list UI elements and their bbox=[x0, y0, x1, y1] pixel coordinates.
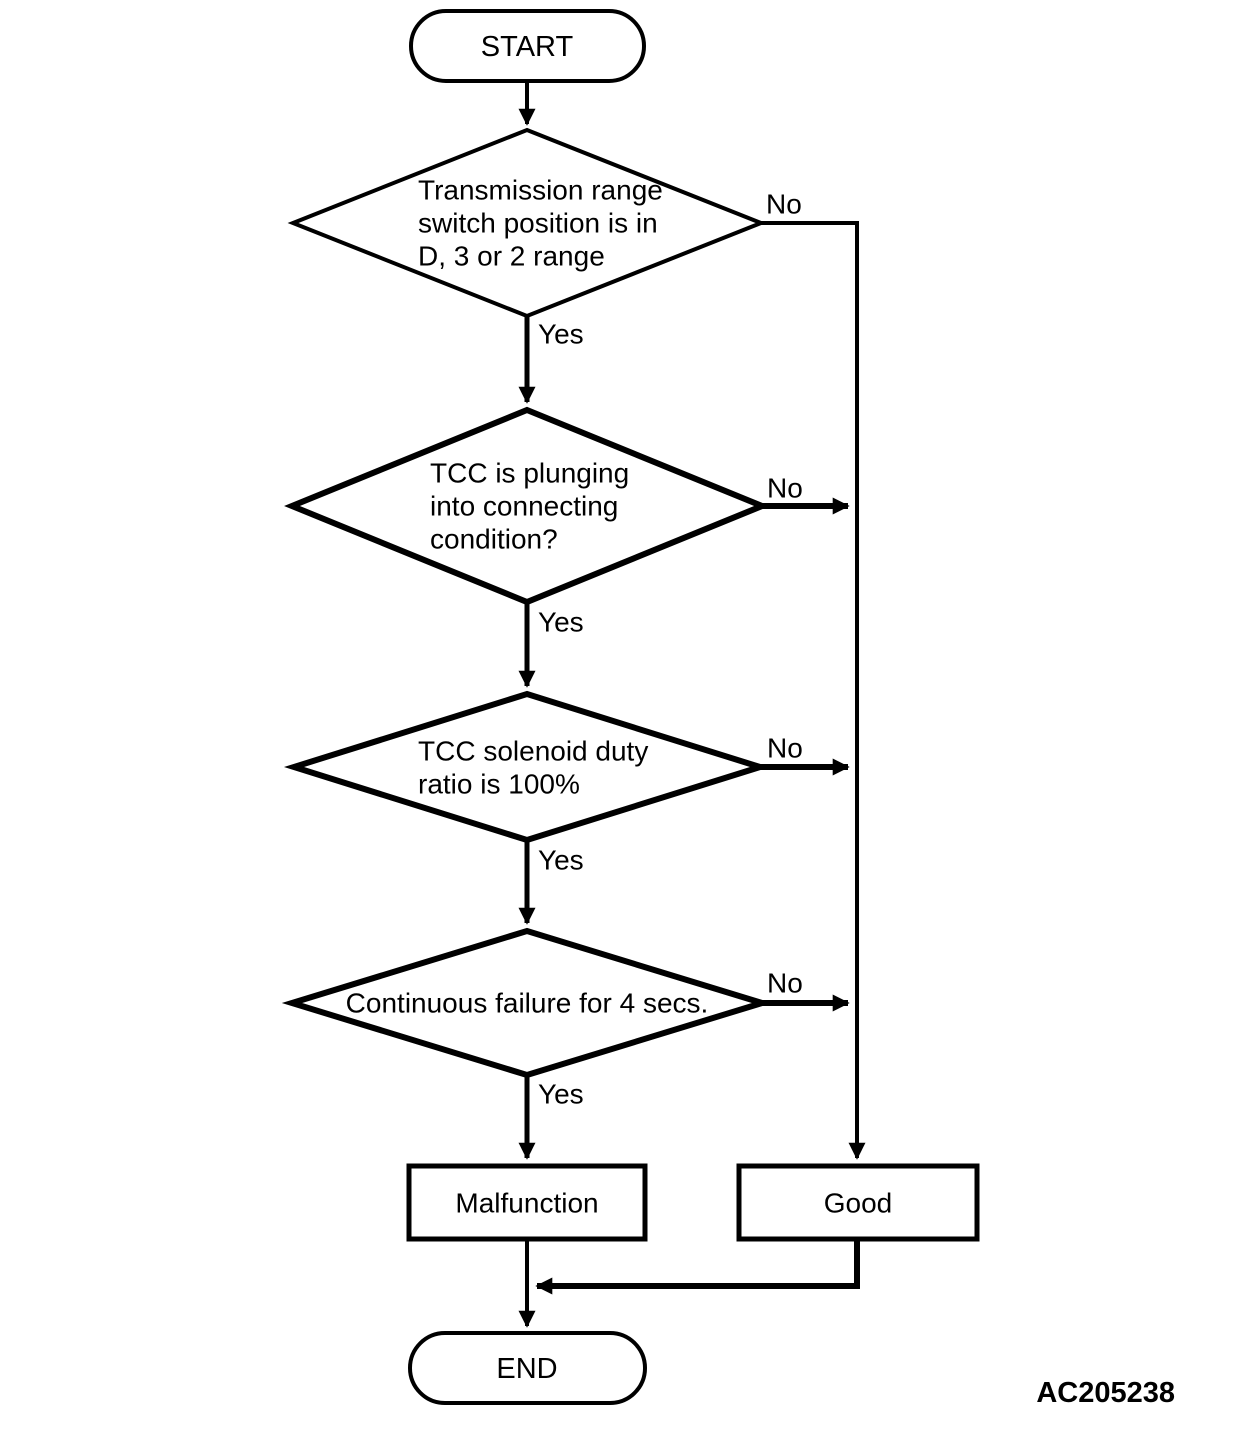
decision1-no-label: No bbox=[766, 189, 802, 220]
start-terminator bbox=[409, 9, 646, 83]
decision1-line1: Transmission range bbox=[418, 175, 663, 206]
decision3-line2: ratio is 100% bbox=[418, 769, 580, 800]
decision4-yes-label: Yes bbox=[538, 1079, 584, 1110]
decision4-no-label: No bbox=[767, 968, 803, 999]
start-label: START bbox=[481, 31, 574, 63]
good-label: Good bbox=[824, 1188, 893, 1219]
end-terminator bbox=[408, 1331, 647, 1405]
connector-no1-to-good bbox=[761, 221, 866, 1160]
decision3-yes-label: Yes bbox=[538, 845, 584, 876]
decision2-line1: TCC is plunging bbox=[430, 458, 629, 489]
good-box bbox=[736, 1163, 980, 1242]
decision1-diamond bbox=[287, 127, 767, 319]
decision2-diamond bbox=[284, 406, 770, 606]
decision3-no-label: No bbox=[767, 733, 803, 764]
decision2-line2: into connecting bbox=[430, 491, 618, 522]
decision2-no-label: No bbox=[767, 473, 803, 504]
decision2-yes-label: Yes bbox=[538, 607, 584, 638]
end-label: END bbox=[496, 1353, 557, 1385]
decision2-line3: condition? bbox=[430, 524, 558, 555]
decision4-line1: Continuous failure for 4 secs. bbox=[346, 988, 709, 1019]
decision1-line3: D, 3 or 2 range bbox=[418, 241, 605, 272]
decision3-line1: TCC solenoid duty bbox=[418, 736, 648, 767]
connector-good-to-join bbox=[535, 1241, 860, 1295]
decision1-yes-label: Yes bbox=[538, 319, 584, 350]
decision1-line2: switch position is in bbox=[418, 208, 658, 239]
malfunction-label: Malfunction bbox=[455, 1188, 598, 1219]
decision4-diamond bbox=[281, 927, 773, 1079]
malfunction-box bbox=[406, 1163, 648, 1242]
figure-code: AC205238 bbox=[1036, 1377, 1175, 1409]
decision3-diamond bbox=[283, 690, 771, 844]
